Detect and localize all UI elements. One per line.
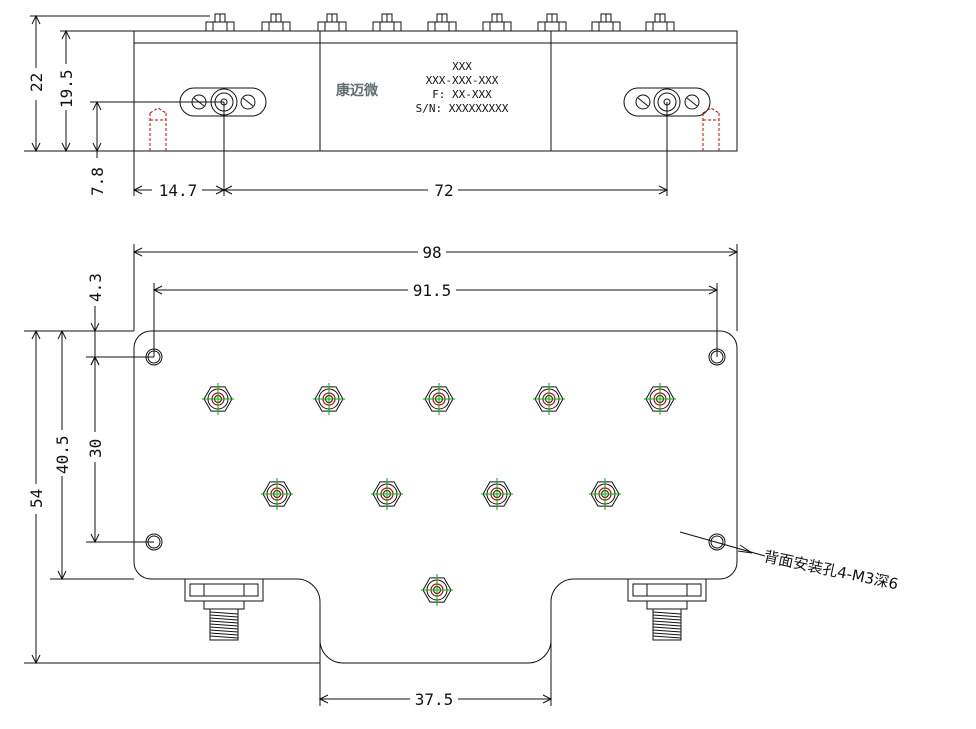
dim-depth-body: 40.5 [53,435,72,474]
brand-logo: 康迈微 [336,82,379,99]
side-hidden-hole-left [149,107,167,151]
side-screw-6 [482,13,512,32]
side-screw-3 [317,13,347,32]
bottom-connector-left [184,578,264,641]
dim-height-body: 19.5 [57,69,76,108]
top-view [24,244,766,706]
top-body-outline [133,330,738,664]
tuning-screw-1 [202,383,234,415]
mounting-hole-note: 背面安装孔4-M3深6 [762,547,900,593]
tuning-screw-4 [533,383,565,415]
side-body [133,30,738,152]
label-line-2: XXX-XXX-XXX [426,74,499,87]
label-line-3: F: XX-XXX [432,88,492,101]
tuning-screw-group [202,383,676,606]
tuning-screw-3 [423,383,455,415]
side-screw-1 [205,13,235,32]
dim-connector-spacing: 72 [434,181,453,200]
side-hidden-hole-right [702,107,720,151]
dim-connector-offset: 14.7 [159,181,198,200]
side-view [24,13,738,196]
side-screw-2 [261,13,291,32]
side-screw-row [205,13,675,32]
dim-width-total: 98 [422,243,441,262]
dim-height-total: 22 [27,73,46,92]
side-screw-5 [427,13,457,32]
bottom-connector-right [627,578,707,641]
side-screw-9 [645,13,675,32]
tuning-screw-5 [644,383,676,415]
side-screw-7 [537,13,567,32]
dim-tab-width: 37.5 [415,690,454,709]
tuning-screw-6 [261,478,293,510]
dim-hole-spacing-x: 91.5 [413,281,452,300]
side-screw-4 [372,13,402,32]
tuning-screw-7 [371,478,403,510]
tuning-screw-8 [481,478,513,510]
label-line-1: XXX [452,60,472,73]
dim-hole-spacing-y: 30 [86,439,105,458]
tuning-screw-2 [313,383,345,415]
tuning-screw-9 [589,478,621,510]
dim-hole-offset-top: 4.3 [86,273,105,302]
label-line-4: S/N: XXXXXXXXX [416,102,509,115]
mount-hole-bottom-right [708,533,726,551]
dim-depth-total: 54 [27,489,46,508]
side-screw-8 [591,13,621,32]
tuning-screw-10 [421,574,453,606]
dim-connector-height: 7.8 [88,167,107,196]
